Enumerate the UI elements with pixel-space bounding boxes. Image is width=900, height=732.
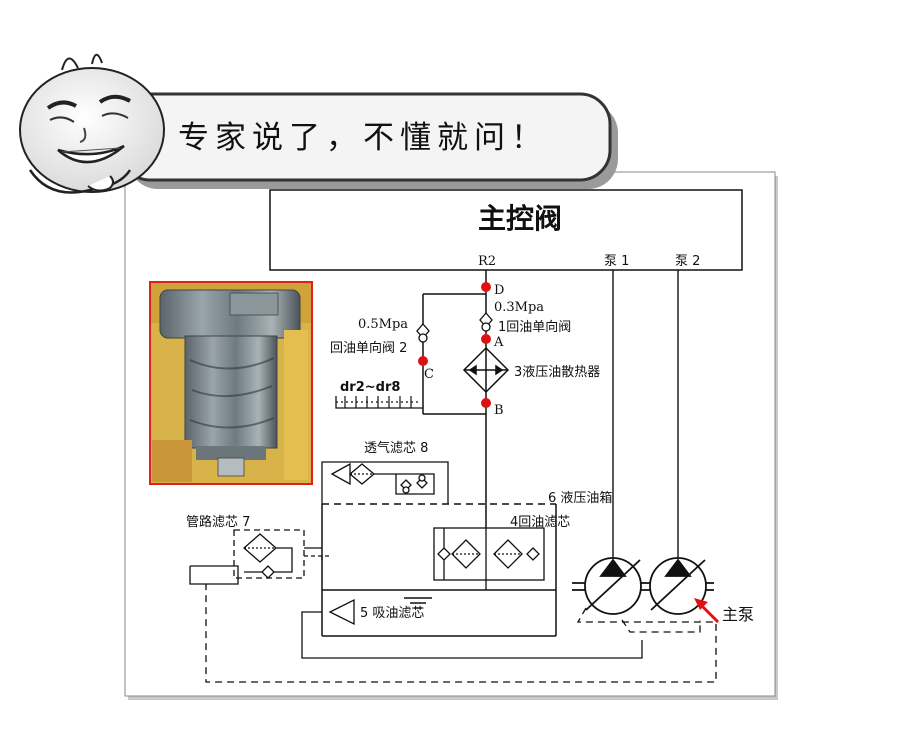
speech-banner: 专家说了，不懂就问！ (118, 92, 618, 189)
tank-label: 6 液压油箱 (548, 490, 612, 506)
breather-label: 透气滤芯 8 (364, 440, 428, 456)
check-valve-1-icon (479, 312, 493, 332)
oil-cooler-icon (462, 346, 510, 394)
pump-drain-lines (205, 584, 717, 683)
valve2-pressure: 0.5Mpa (358, 317, 408, 332)
main-pump-2-icon (649, 557, 707, 615)
port-dot-d (481, 282, 491, 292)
point-c-label: C (424, 367, 434, 382)
return-filter: 4回油滤芯 (433, 515, 570, 590)
pump1-port-label: 泵 1 (604, 254, 629, 269)
port-dots (418, 282, 491, 408)
meme-face-icon (19, 53, 165, 194)
drain-label: dr2~dr8 (340, 380, 400, 395)
main-valve-title: 主控阀 (478, 202, 562, 235)
suction-filter-label: 5 吸油滤芯 (360, 606, 424, 621)
check-valve-2-icon (416, 323, 430, 343)
breather-filter: 透气滤芯 8 (321, 440, 449, 504)
banner-text: 专家说了，不懂就问！ (178, 120, 548, 156)
valve2-label: 回油单向阀 2 (330, 340, 407, 356)
hydraulic-tank: 6 液压油箱 (321, 490, 612, 637)
valve1-pressure: 0.3Mpa (494, 300, 544, 315)
point-a-label: A (493, 335, 504, 350)
valve-labels: D A B C 0.3Mpa 1回油单向阀 0.5Mpa 回油单向阀 2 3液压… (330, 283, 600, 418)
port-r2-label: R2 (478, 254, 496, 269)
valve1-label: 1回油单向阀 (498, 319, 571, 335)
port-dot-b (481, 398, 491, 408)
cooler-label: 3液压油散热器 (514, 365, 600, 380)
point-d-label: D (494, 283, 504, 298)
point-b-label: B (494, 403, 504, 418)
filter-photo (149, 281, 313, 485)
drain-manifold: dr2~dr8 (335, 380, 423, 409)
suction-filter: 5 吸油滤芯 (301, 598, 643, 659)
line-filter: 管路滤芯 7 (186, 514, 330, 585)
pump-lines (612, 270, 679, 564)
line-filter-label: 管路滤芯 7 (186, 514, 250, 530)
port-dot-a (481, 334, 491, 344)
main-pump-arrow-icon (694, 598, 720, 624)
return-filter-label: 4回油滤芯 (510, 515, 570, 530)
port-dot-c (418, 356, 428, 366)
main-pump-label: 主泵 (722, 605, 754, 624)
main-control-valve: 主控阀 R2 泵 1 泵 2 (269, 189, 743, 271)
pump2-port-label: 泵 2 (675, 254, 700, 269)
